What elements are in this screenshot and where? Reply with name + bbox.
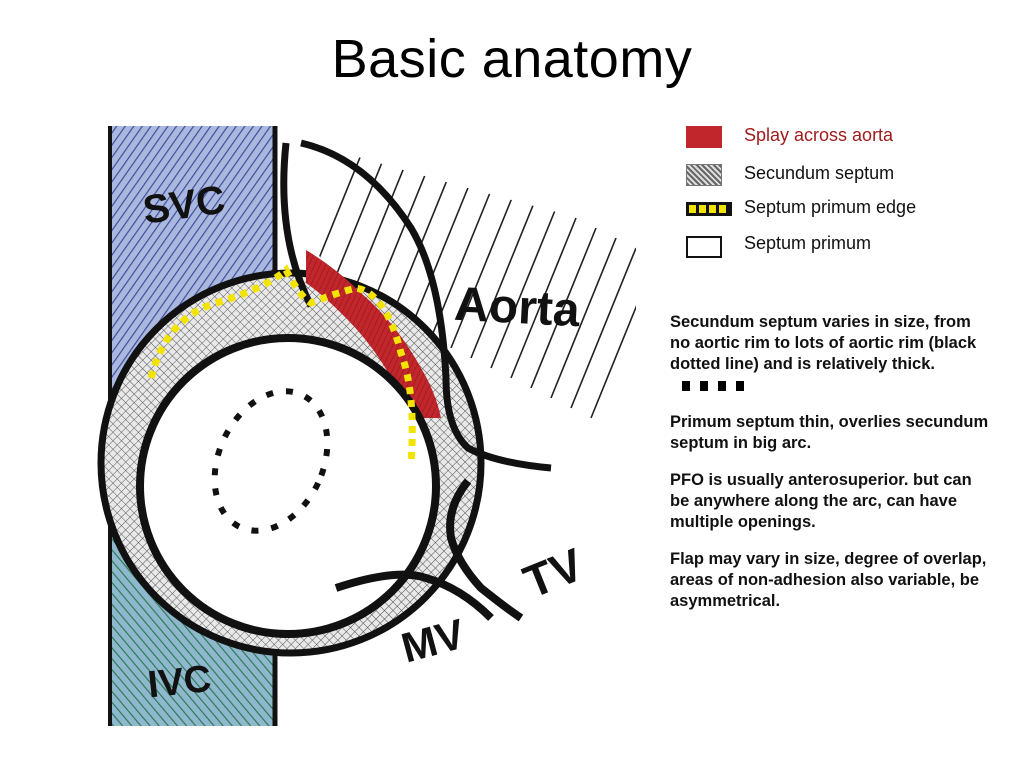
aorta-wall-line (280, 142, 315, 308)
aortic-rim-dotted (211, 388, 331, 534)
legend-label: Splay across aorta (744, 125, 894, 145)
crosshatch-swatch (686, 164, 722, 186)
septal-anatomy-diagram: SVC IVC Aorta TV MV (97, 126, 636, 726)
legend-label: Secundum septum (744, 163, 895, 183)
note-flap: Flap may vary in size, degree of overlap… (670, 550, 987, 610)
red-swatch (686, 126, 722, 148)
dotted-line-marker (682, 380, 744, 391)
ivc-label: IVC (146, 658, 213, 706)
note-primum: Primum septum thin, overlies secundum se… (670, 413, 989, 452)
mitral-valve-curve (334, 570, 494, 621)
notes-panel: Secundum septum varies in size, from no … (670, 312, 990, 628)
white-swatch (686, 236, 722, 258)
aorta-label: Aorta (453, 278, 581, 338)
yellow-dotted-swatch (686, 202, 732, 216)
legend-label: Septum primum edge (744, 197, 917, 217)
tricuspid-valve-curve (446, 478, 524, 622)
note-pfo: PFO is usually anterosuperior. but can b… (670, 471, 972, 531)
mv-label: MV (396, 610, 469, 672)
tv-label: TV (516, 538, 590, 608)
note-secundum: Secundum septum varies in size, from no … (670, 312, 990, 396)
slide-title: Basic anatomy (331, 29, 693, 89)
legend-label: Septum primum (744, 233, 872, 253)
septum-primum-edge (147, 264, 416, 464)
aorta-outer-wall (300, 139, 552, 472)
septum-primum (136, 334, 440, 638)
